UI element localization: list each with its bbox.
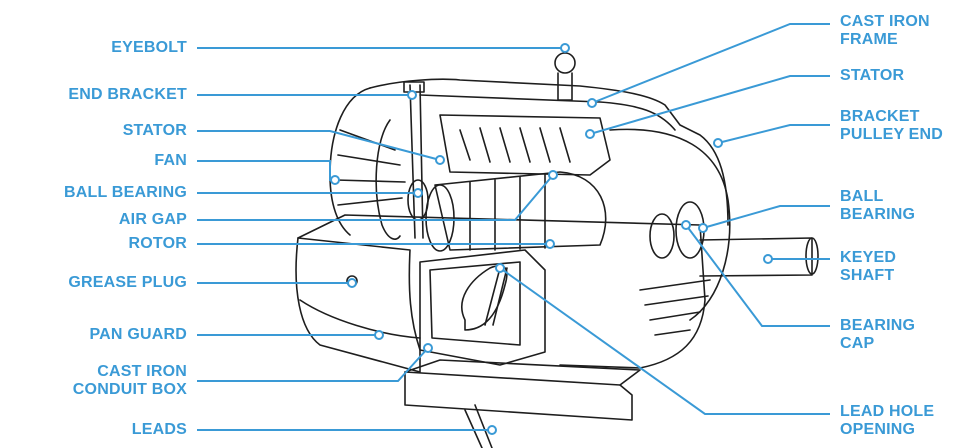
label-stator-left: STATOR (122, 122, 187, 139)
bearing-cap-shape (649, 213, 675, 259)
label-grease-plug: GREASE PLUG (68, 274, 187, 291)
rotor-bars (469, 173, 546, 251)
eyebolt-ring (554, 52, 576, 74)
label-cast-iron-frame: CAST IRON FRAME (840, 13, 930, 48)
leader-bearing-cap (685, 224, 830, 327)
label-bearing-cap: BEARING CAP (840, 317, 916, 352)
leader-ball-bearing-right (702, 205, 830, 229)
rotor-end (425, 184, 455, 252)
leader-cast-iron-frame (591, 23, 830, 104)
leader-lines (197, 23, 830, 435)
leader-fan (197, 160, 335, 181)
motor-base (404, 371, 633, 421)
conduit-box-outline (419, 249, 546, 366)
label-air-gap: AIR GAP (118, 211, 187, 228)
ball-bearing-left (407, 179, 429, 221)
frame-outer (297, 214, 706, 369)
frame-top-inner (419, 94, 676, 131)
leader-stator-left (197, 130, 441, 161)
frame-top (369, 78, 729, 226)
eyebolt-stem (557, 72, 573, 101)
lead-hole-slot (484, 267, 508, 326)
leader-conduit-box (197, 347, 429, 382)
frame-lower-body (295, 237, 421, 373)
label-ball-bearing-left: BALL BEARING (64, 184, 187, 201)
leader-bracket-pulley-end (717, 124, 830, 144)
leader-air-gap (197, 174, 554, 221)
stator-cut (439, 114, 611, 176)
label-ball-bearing-right: BALL BEARING (840, 188, 916, 223)
label-stator-right: STATOR (840, 67, 905, 84)
end-bracket (329, 87, 371, 236)
leader-lead-hole-opening (499, 267, 830, 415)
rotor-body (434, 171, 607, 251)
keyed-shaft-end (805, 237, 819, 275)
bracket-ribs (639, 279, 711, 336)
keyed-shaft (699, 237, 813, 277)
label-eyebolt: EYEBOLT (111, 39, 187, 56)
label-pan-guard: PAN GUARD (89, 326, 187, 343)
fan-disc (375, 119, 401, 240)
label-leads: LEADS (131, 421, 187, 438)
lead-hole-shape (461, 264, 508, 331)
label-conduit-box: CAST IRON CONDUIT BOX (72, 363, 187, 398)
motor-base-top (404, 359, 641, 386)
label-fan: FAN (154, 152, 187, 169)
lead-wires (464, 404, 493, 448)
label-end-bracket: END BRACKET (68, 86, 187, 103)
label-bracket-pulley-end: BRACKET PULLEY END (840, 108, 944, 143)
leader-stator-right (589, 75, 830, 135)
bracket-pulley-end (609, 128, 731, 321)
label-keyed-shaft: KEYED SHAFT (840, 249, 897, 284)
bracket-rod (409, 84, 424, 239)
pan-guard-line (299, 299, 421, 339)
label-lead-hole-opening: LEAD HOLE OPENING (840, 403, 935, 438)
conduit-box-face (429, 261, 521, 346)
stator-slots (459, 127, 571, 163)
label-rotor: ROTOR (128, 235, 187, 252)
